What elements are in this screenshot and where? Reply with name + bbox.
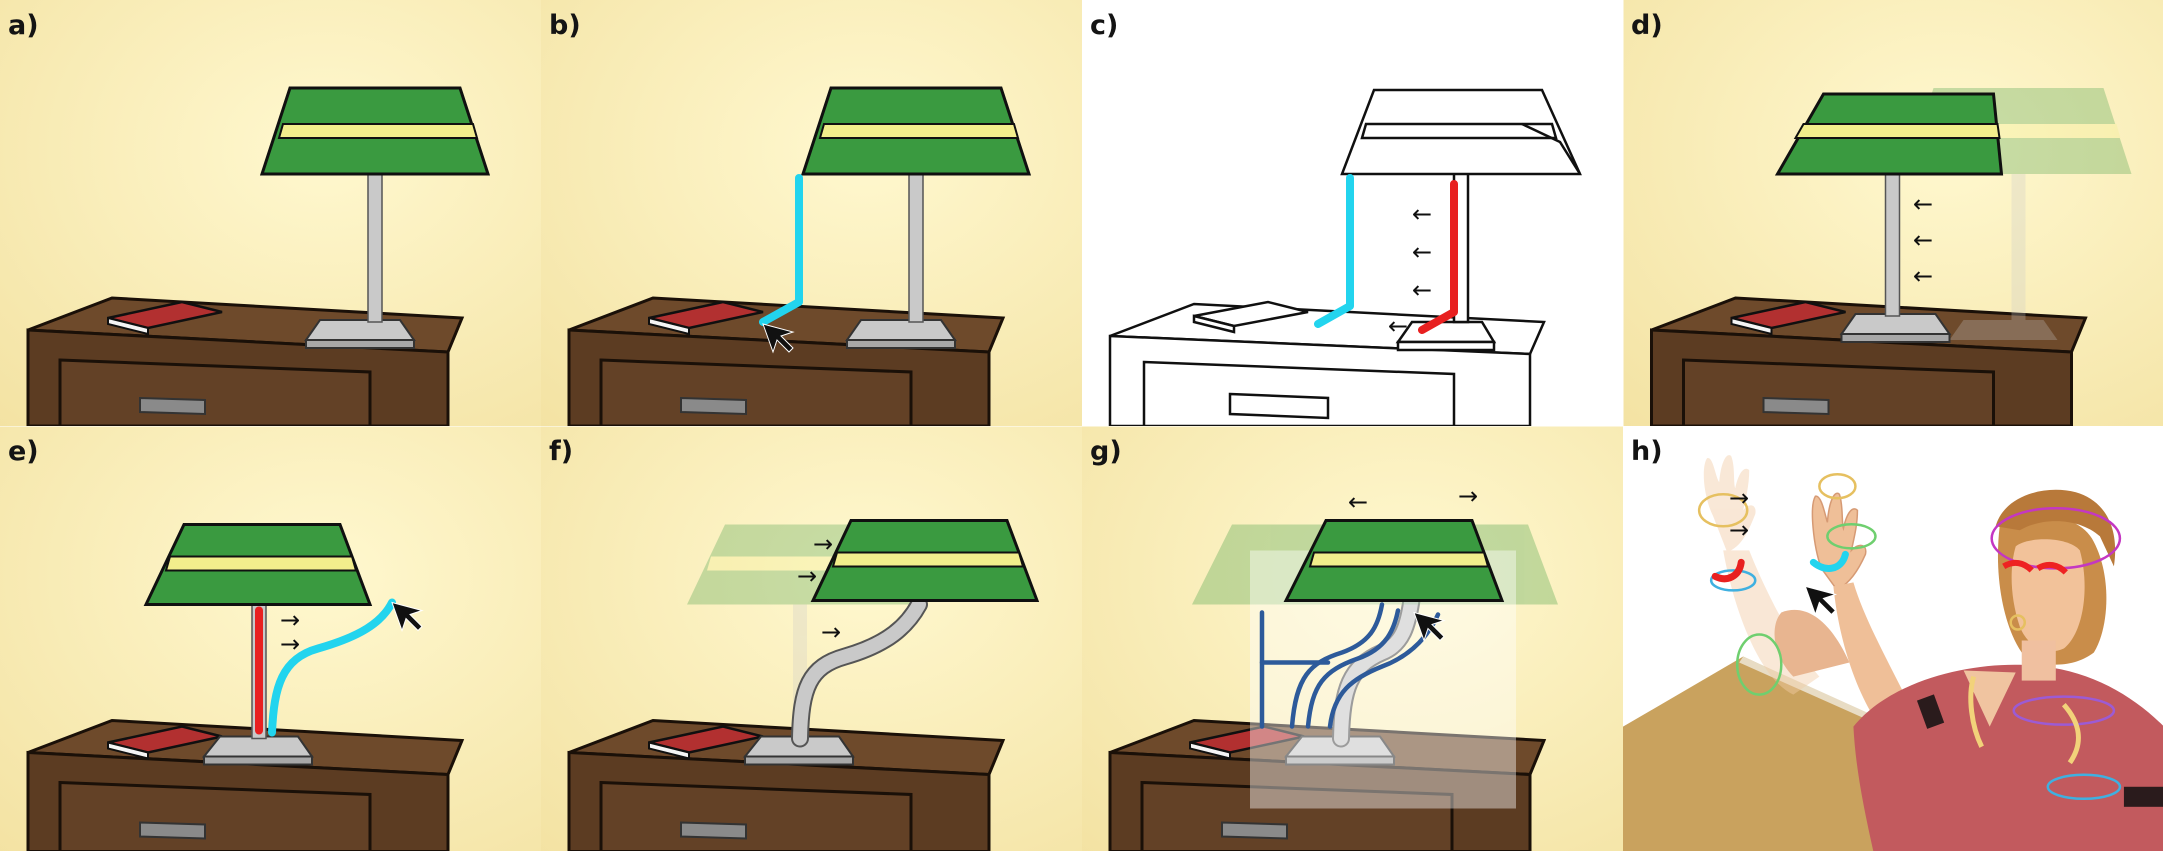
panel-h-scene <box>1623 426 2163 851</box>
lamp <box>800 86 1032 349</box>
book <box>107 300 223 336</box>
cursor-icon <box>391 601 424 633</box>
left-arrow: ← <box>1913 226 1934 254</box>
right-arrow: → <box>1729 484 1750 512</box>
nightstand <box>26 296 465 426</box>
blue-guide-curves <box>1259 602 1441 729</box>
red-stroke <box>1418 180 1458 334</box>
panel-label: a) <box>8 10 39 41</box>
panel-d: d) ← ← ← <box>1623 0 2163 426</box>
lamp <box>1774 92 2004 343</box>
lamp <box>1283 587 1421 766</box>
panel-label: h) <box>1631 436 1663 467</box>
left-arrow: ← <box>1412 238 1433 266</box>
cursor-icon <box>1804 585 1838 616</box>
right-arrow: → <box>1458 482 1479 510</box>
right-arrow: → <box>1729 516 1750 544</box>
lamp-shade <box>1283 519 1505 602</box>
book <box>648 300 764 336</box>
panel-label: d) <box>1631 10 1663 41</box>
left-arrow: ← <box>1412 276 1433 304</box>
rig-controls <box>1697 472 2122 801</box>
panel-a-scene <box>0 0 541 426</box>
panel-a: a) <box>0 0 541 426</box>
panel-d-scene <box>1623 0 2163 426</box>
character-torso <box>1853 664 2163 851</box>
panel-b: b) <box>541 0 1082 426</box>
panel-b-scene <box>541 0 1082 426</box>
panel-label: c) <box>1090 10 1119 41</box>
left-arrow: ← <box>1913 190 1934 218</box>
panel-f-scene <box>541 426 1082 851</box>
cyan-stroke <box>1314 174 1354 328</box>
cyan-stroke <box>268 598 396 737</box>
lamp <box>742 519 1040 766</box>
right-arrow: → <box>797 562 818 590</box>
character-arm <box>1774 492 1906 717</box>
nightstand <box>567 296 1006 426</box>
panel-label: g) <box>1090 436 1122 467</box>
book <box>1730 300 1846 336</box>
panel-label: b) <box>549 10 581 41</box>
left-arrow: ← <box>1412 200 1433 228</box>
cyan-stroke <box>759 174 803 326</box>
left-arrow: ← <box>1348 488 1369 516</box>
panel-label: e) <box>8 436 39 467</box>
cursor-icon <box>1413 611 1446 643</box>
cursor-icon <box>762 323 795 354</box>
panel-f: f) → → → <box>541 426 1082 851</box>
panel-c: c) ← ← ← ← <box>1082 0 1623 426</box>
right-arrow: → <box>280 630 301 658</box>
panel-label: f) <box>549 436 574 467</box>
left-arrow: ← <box>1388 312 1409 340</box>
right-arrow: → <box>813 530 834 558</box>
right-arrow: → <box>821 618 842 646</box>
left-arrow: ← <box>1913 262 1934 290</box>
panel-c-scene <box>1082 0 1623 426</box>
book-outline <box>1192 300 1309 334</box>
panel-e: e) → → <box>0 426 541 851</box>
lamp <box>143 523 373 766</box>
red-stroke <box>1711 558 1745 583</box>
panel-g-scene <box>1082 426 1623 851</box>
panel-e-scene <box>0 426 541 851</box>
panel-g: g) ← → <box>1082 426 1623 851</box>
right-arrow: → <box>280 606 301 634</box>
cyan-stroke <box>1809 550 1849 572</box>
panel-h: h) → → <box>1623 426 2163 851</box>
lamp <box>259 86 491 349</box>
